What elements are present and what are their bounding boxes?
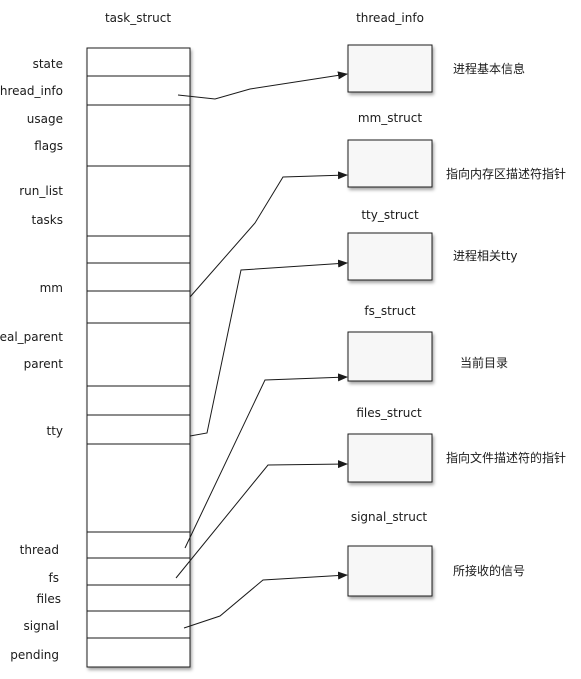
field-label-thread: thread	[20, 543, 59, 557]
connector-fs	[184, 373, 348, 549]
struct-box-fs	[347, 331, 433, 382]
struct-title-mm: mm_struct	[358, 111, 422, 125]
struct-title-files: files_struct	[356, 406, 422, 420]
field-label-usage: usage	[27, 112, 63, 126]
struct-title-thread-info: thread_info	[356, 11, 424, 25]
connector-tty	[189, 259, 348, 437]
struct-desc-thread-info: 进程基本信息	[453, 61, 525, 76]
struct-fs: fs_struct 当前目录	[347, 304, 508, 382]
connectors	[175, 71, 348, 629]
struct-title-signal: signal_struct	[351, 510, 428, 524]
field-label-pending: pending	[10, 648, 59, 662]
struct-desc-signal: 所接收的信号	[453, 563, 525, 578]
struct-box-files	[347, 433, 433, 483]
field-label-run-list: run_list	[19, 184, 63, 198]
field-label-signal: signal	[24, 619, 60, 633]
struct-tty: tty_struct 进程相关tty	[347, 208, 518, 281]
field-label-mm: mm	[40, 281, 63, 295]
struct-box-thread-info	[347, 44, 433, 93]
struct-desc-files: 指向文件描述符的指针	[446, 450, 566, 465]
struct-box-tty	[347, 232, 433, 281]
connector-mm	[189, 171, 348, 298]
field-labels: state thread_info usage flags run_list t…	[0, 57, 63, 662]
field-label-state: state	[33, 57, 63, 71]
struct-box-signal	[347, 545, 433, 597]
task-struct-box	[86, 47, 191, 668]
struct-desc-tty: 进程相关tty	[453, 248, 518, 263]
field-label-files: files	[36, 592, 61, 606]
struct-signal: signal_struct 所接收的信号	[347, 510, 525, 597]
struct-title-tty: tty_struct	[361, 208, 419, 222]
struct-files: files_struct 指向文件描述符的指针	[347, 406, 566, 483]
field-label-flags: flags	[34, 139, 63, 153]
field-label-parent: parent	[24, 357, 64, 371]
struct-desc-fs: 当前目录	[460, 355, 508, 370]
field-label-tasks: tasks	[31, 213, 63, 227]
connector-thread-info	[177, 71, 348, 100]
field-label-thread-info: thread_info	[0, 84, 63, 98]
struct-desc-mm: 指向内存区描述符指针	[446, 166, 566, 181]
struct-box-mm	[347, 139, 433, 188]
field-label-fs: fs	[49, 571, 59, 585]
connector-signal	[183, 571, 348, 629]
field-label-tty: tty	[46, 424, 63, 438]
struct-mm: mm_struct 指向内存区描述符指针	[347, 111, 566, 188]
connector-files	[175, 460, 348, 579]
field-label-real-parent: real_parent	[0, 330, 63, 344]
task-struct-title: task_struct	[105, 11, 171, 25]
struct-title-fs: fs_struct	[364, 304, 416, 318]
struct-thread-info: thread_info 进程基本信息	[347, 11, 525, 93]
